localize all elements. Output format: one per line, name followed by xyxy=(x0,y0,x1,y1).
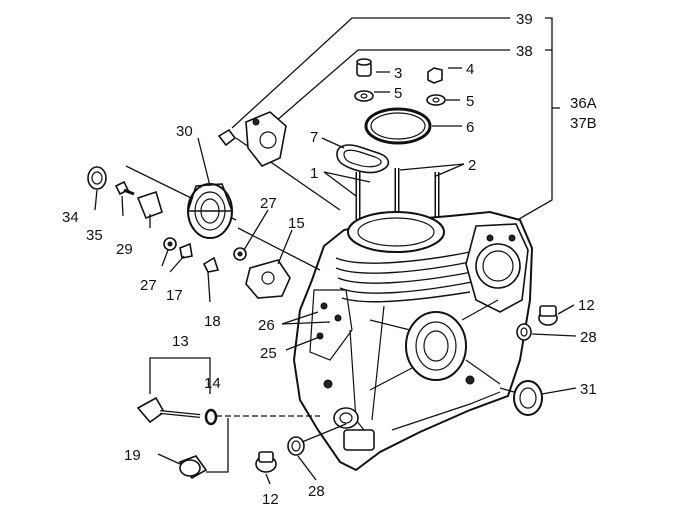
callout-4: 4 xyxy=(466,61,474,78)
callout-28a: 28 xyxy=(308,483,325,500)
callout-18: 18 xyxy=(204,313,221,330)
callout-3: 3 xyxy=(394,65,402,82)
callout-5a: 5 xyxy=(394,85,402,102)
callout-19: 19 xyxy=(124,447,141,464)
callout-12b: 12 xyxy=(578,297,595,314)
callout-14: 14 xyxy=(204,375,221,392)
callout-39: 39 xyxy=(516,11,533,28)
callout-labels: 39 38 36A 37B 3 4 5 5 6 7 1 2 30 34 35 2… xyxy=(62,11,597,508)
callout-30: 30 xyxy=(176,123,193,140)
callout-27a: 27 xyxy=(260,195,277,212)
callout-25: 25 xyxy=(260,345,277,362)
callout-26: 26 xyxy=(258,317,275,334)
crankcase-body xyxy=(292,210,534,472)
callout-17: 17 xyxy=(166,287,183,304)
left-small-parts xyxy=(87,166,291,299)
cover-plate xyxy=(217,111,287,167)
callout-27b: 27 xyxy=(140,277,157,294)
callout-5b: 5 xyxy=(466,93,474,110)
callout-34: 34 xyxy=(62,209,79,226)
callout-31: 31 xyxy=(580,381,597,398)
top-small-parts xyxy=(336,58,446,174)
callout-37b: 37B xyxy=(570,115,597,132)
callout-12a: 12 xyxy=(262,491,279,508)
callout-2: 2 xyxy=(468,157,476,174)
callout-28b: 28 xyxy=(580,329,597,346)
right-side-parts xyxy=(499,305,558,416)
callout-35: 35 xyxy=(86,227,103,244)
callout-6: 6 xyxy=(466,119,474,136)
callout-36a: 36A xyxy=(570,95,597,112)
callout-15: 15 xyxy=(288,215,305,232)
bottom-plug-washer xyxy=(255,423,347,473)
callout-38: 38 xyxy=(516,43,533,60)
callout-1: 1 xyxy=(310,165,318,182)
bottom-left-parts xyxy=(136,396,320,480)
callout-13: 13 xyxy=(172,333,189,350)
callout-leaders xyxy=(94,67,577,485)
callout-29: 29 xyxy=(116,241,133,258)
callout-7: 7 xyxy=(310,129,318,146)
